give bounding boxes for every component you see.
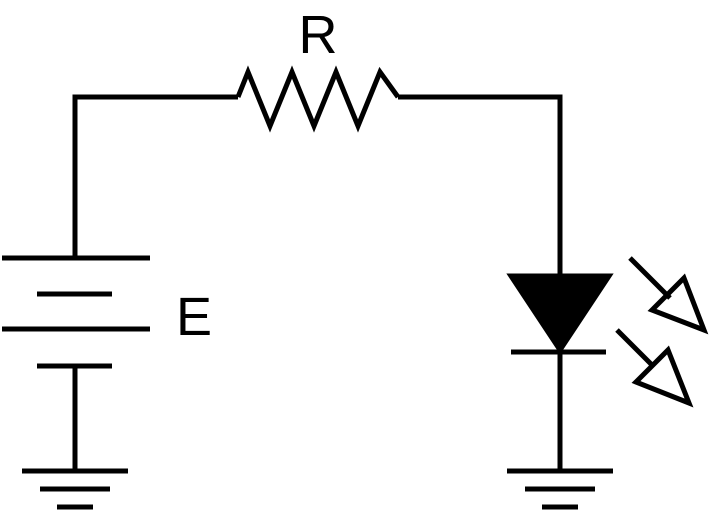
battery-label: E (176, 287, 212, 347)
light-emission-arrows-icon (615, 256, 709, 408)
ground-right-icon (507, 468, 613, 510)
ground-left-icon (22, 468, 128, 510)
battery-symbol (2, 255, 150, 369)
led-diode-triangle (506, 273, 614, 355)
wire-top-right (398, 94, 563, 276)
resistor-symbol (235, 65, 401, 133)
wire-top-left (72, 94, 238, 258)
resistor-label: R (299, 5, 338, 65)
led-symbol (506, 273, 614, 355)
